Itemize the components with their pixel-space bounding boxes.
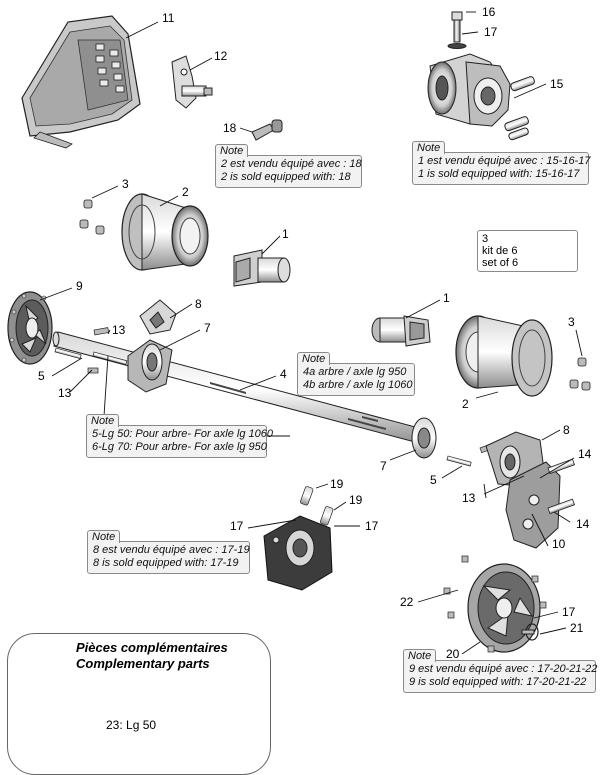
callout-11: 11 <box>162 11 175 25</box>
callout-9-left: 9 <box>76 279 83 293</box>
complementary-title-fr: Pièces complémentaires <box>76 640 228 655</box>
note-line: 9 is sold equipped with: 17-20-21-22 <box>409 676 587 688</box>
note-header: Note <box>87 530 121 543</box>
callout-17-top: 17 <box>484 25 498 39</box>
callout-8-left: 8 <box>195 297 202 311</box>
callout-13-left: 13 <box>58 386 72 400</box>
axle-key-parts <box>54 347 472 467</box>
wheel-rim-lower <box>455 315 553 397</box>
wheel-rim-upper <box>121 193 209 271</box>
bracket-part-10 <box>505 461 561 549</box>
callout-22: 22 <box>400 595 414 609</box>
callout-19-top: 19 <box>330 477 344 491</box>
note-header: Note <box>215 144 249 157</box>
callout-3-top: 3 <box>122 177 129 191</box>
callout-17-bottom: 17 <box>562 605 576 619</box>
screw-part <box>451 11 463 43</box>
note-line: 8 est vendu équipé avec : 17-19 <box>93 544 250 556</box>
note-part-4: Note 4a arbre / axle lg 950 4b arbre / a… <box>297 352 415 396</box>
wheel-nuts-right <box>569 357 591 391</box>
wheel-nuts-left <box>79 199 105 235</box>
callout-12: 12 <box>214 49 228 63</box>
bearing-part-7-left <box>127 339 173 393</box>
callout-13-right: 13 <box>462 491 476 505</box>
pins-part-19 <box>300 486 334 526</box>
callout-17-right: 17 <box>365 519 379 533</box>
callout-1-mid: 1 <box>443 291 450 305</box>
note-part-2: Note 2 est vendu équipé avec : 18 2 is s… <box>215 144 362 188</box>
complementary-parts-box: Pièces complémentaires Complementary par… <box>7 633 271 775</box>
callout-5-left: 5 <box>38 369 45 383</box>
note-line: 4a arbre / axle lg 950 <box>303 366 407 378</box>
note-line: 1 est vendu équipé avec : 15-16-17 <box>418 155 591 167</box>
callout-labels: 16 17 11 15 12 18 3 2 1 3 9 8 1 13 7 3 5… <box>38 5 592 661</box>
sprocket-carrier-left <box>7 291 53 365</box>
callout-1-top: 1 <box>282 227 289 241</box>
kit-line-en: set of 6 <box>482 257 519 269</box>
note-header: Note <box>412 141 446 154</box>
callout-17-left: 17 <box>230 519 244 533</box>
complementary-title-en: Complementary parts <box>76 656 210 671</box>
callout-8-right: 8 <box>563 423 570 437</box>
note-line: 2 is sold equipped with: 18 <box>221 171 351 183</box>
complementary-item-23: 23: Lg 50 <box>106 718 157 732</box>
callout-2-right: 2 <box>462 397 469 411</box>
callout-21: 21 <box>570 621 584 635</box>
note-part-9: Note 9 est vendu équipé avec : 17-20-21-… <box>403 649 598 693</box>
callout-5-right: 5 <box>430 473 437 487</box>
exploded-parts-diagram: 16 17 11 15 12 18 3 2 1 3 9 8 1 13 7 3 5… <box>7 5 592 731</box>
note-part-1: Note 1 est vendu équipé avec : 15-16-17 … <box>412 141 591 185</box>
complementary-title: Pièces complémentaires Complementary par… <box>76 640 228 672</box>
sprocket-carrier-lower <box>443 555 547 653</box>
bearing-half-part-8 <box>139 299 177 335</box>
bolts-part-14 <box>547 458 575 515</box>
note-part-8: Note 8 est vendu équipé avec : 17-19 8 i… <box>87 530 250 574</box>
note-line: 2 est vendu équipé avec : 18 <box>221 158 362 170</box>
callout-2-top: 2 <box>182 185 189 199</box>
callout-14-bottom: 14 <box>576 517 590 531</box>
bearing-part-7-right <box>411 417 437 459</box>
callout-7-right: 7 <box>380 459 387 473</box>
note-part-5-6: Note 5-Lg 50: Pour arbre- For axle lg 10… <box>86 414 273 458</box>
note-line: 1 is sold equipped with: 15-16-17 <box>418 168 580 180</box>
note-line: 6-Lg 70: Pour arbre- For axle lg 950 <box>92 441 267 453</box>
chain-guard-part <box>21 15 141 149</box>
callout-3-right: 3 <box>568 315 575 329</box>
callout-4: 4 <box>280 367 287 381</box>
callout-19-bottom: 19 <box>349 493 363 507</box>
kit-box: 3 kit de 6 set of 6 <box>477 230 578 272</box>
valve-part <box>251 119 283 141</box>
callout-10: 10 <box>552 537 566 551</box>
bearing-holder-part-8-lower <box>263 515 333 591</box>
note-line: 4b arbre / axle lg 1060 <box>303 379 413 391</box>
callout-7-left: 7 <box>204 321 211 335</box>
note-line: 8 is sold equipped with: 17-19 <box>93 557 239 569</box>
callout-15: 15 <box>550 77 564 91</box>
sensor-bracket-part <box>171 55 213 109</box>
callout-20: 20 <box>446 647 460 661</box>
callout-16: 16 <box>482 5 496 19</box>
callout-18: 18 <box>223 121 237 135</box>
washer-part <box>447 43 467 49</box>
hub-part-15 <box>427 53 535 141</box>
note-line: 9 est vendu équipé avec : 17-20-21-22 <box>409 663 598 675</box>
callout-14-top: 14 <box>578 447 592 461</box>
note-header: Note <box>403 649 437 662</box>
kit-line-fr: kit de 6 <box>482 245 518 257</box>
note-header: Note <box>86 414 120 427</box>
kit-number: 3 <box>482 233 489 245</box>
note-header: Note <box>297 352 331 365</box>
hub-part-1-upper <box>233 249 291 287</box>
hub-part-1-lower <box>371 315 431 347</box>
note-line: 5-Lg 50: Pour arbre- For axle lg 1060 <box>92 428 273 440</box>
callout-13-top: 13 <box>112 323 126 337</box>
